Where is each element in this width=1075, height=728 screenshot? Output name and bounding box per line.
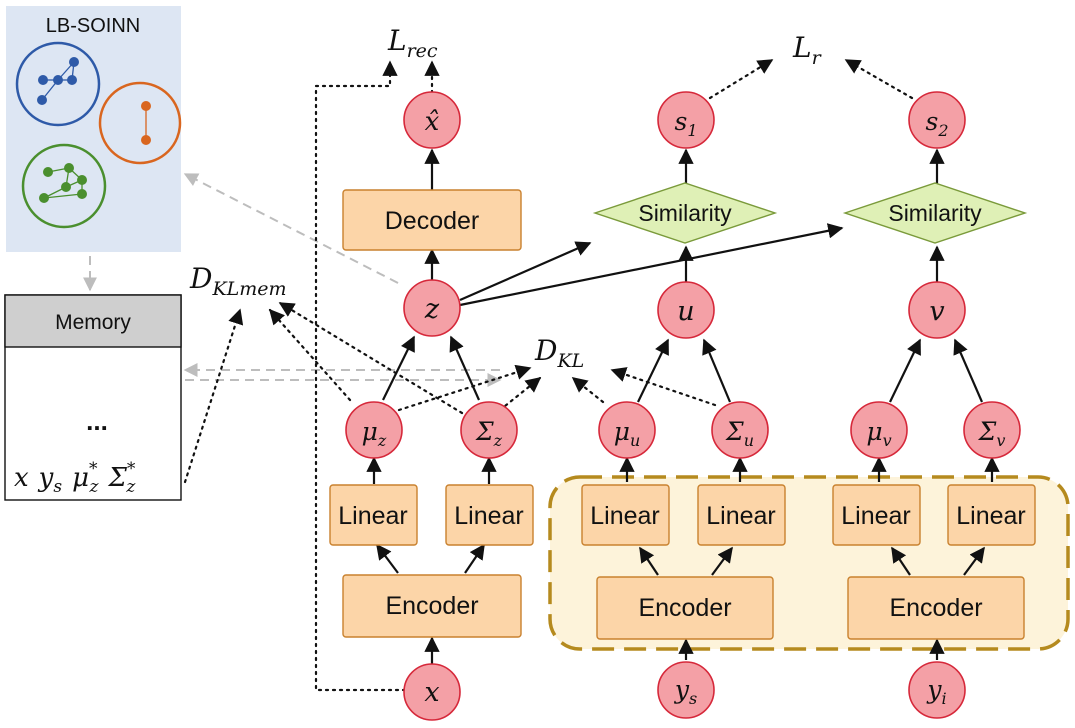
svg-text:z: z — [424, 294, 440, 325]
loss-lrec: Lrec — [387, 24, 438, 62]
linear-label: Linear — [706, 502, 776, 530]
svg-text:s2: s2 — [925, 107, 948, 140]
svg-text:ys: ys — [674, 675, 697, 708]
linear-box-mu-u: Linear — [581, 484, 670, 546]
svg-text:μz: μz — [362, 417, 387, 450]
similarity-diamond-2: Similarity — [842, 182, 1028, 244]
svg-text:Σz: Σz — [475, 417, 503, 450]
cluster-green — [21, 143, 107, 229]
node-s1: s1 — [657, 91, 715, 149]
svg-text:x: x — [424, 677, 439, 708]
similarity-label: Similarity — [638, 200, 732, 226]
similarity-diamond-1: Similarity — [592, 182, 778, 244]
linear-label: Linear — [338, 502, 408, 530]
lb-soinn-panel: LB-SOINN — [6, 6, 182, 252]
loss-dkl: DKL — [534, 334, 584, 372]
svg-text:u: u — [677, 296, 694, 327]
svg-text:yi: yi — [926, 675, 946, 708]
svg-text:v: v — [929, 296, 944, 327]
svg-text:x̂: x̂ — [425, 107, 440, 137]
node-x: x — [403, 663, 461, 721]
decoder-box: Decoder — [342, 189, 522, 251]
cluster-orange — [98, 81, 182, 165]
node-s2: s2 — [908, 91, 966, 149]
linear-box-sigma-v: Linear — [947, 484, 1036, 546]
linear-box-sigma-u: Linear — [697, 484, 786, 546]
encoder-box-ys: Encoder — [596, 576, 774, 640]
encoder-label: Encoder — [385, 592, 478, 620]
encoder-box-yi: Encoder — [847, 576, 1025, 640]
svg-text:s1: s1 — [674, 107, 697, 140]
memory-links — [83, 173, 502, 387]
node-u: u — [657, 281, 715, 339]
encoder-label: Encoder — [638, 594, 731, 622]
node-yi: yi — [908, 661, 966, 719]
node-mu-u: μu — [598, 401, 656, 459]
node-z: z — [403, 279, 461, 337]
node-v: v — [908, 281, 966, 339]
svg-text:μu: μu — [614, 417, 641, 450]
decoder-label: Decoder — [385, 207, 480, 235]
encoder-label: Encoder — [889, 594, 982, 622]
similarity-label: Similarity — [888, 200, 982, 226]
linear-label: Linear — [590, 502, 660, 530]
svg-text:Σu: Σu — [725, 417, 754, 450]
node-sigma-u: Σu — [711, 401, 769, 459]
node-mu-v: μv — [850, 401, 908, 459]
dotted-connections — [183, 58, 914, 692]
lb-soinn-title: LB-SOINN — [46, 15, 140, 37]
svg-text:μv: μv — [866, 417, 891, 450]
cluster-blue — [15, 41, 101, 127]
linear-box-mu-v: Linear — [832, 484, 921, 546]
memory-title: Memory — [55, 311, 131, 334]
node-sigma-v: Σv — [963, 401, 1021, 459]
linear-box-sigma-z: Linear — [445, 484, 534, 546]
loss-lr: Lr — [792, 31, 823, 69]
encoder-box-x: Encoder — [342, 574, 522, 638]
loss-dklmem: DKLmem — [189, 262, 287, 300]
linear-box-mu-z: Linear — [329, 484, 418, 546]
node-xhat: x̂ — [403, 91, 461, 149]
node-sigma-z: Σz — [460, 401, 518, 459]
svg-text:Σv: Σv — [978, 417, 1006, 450]
node-mu-z: μz — [345, 401, 403, 459]
memory-ellipsis: ... — [86, 406, 108, 436]
linear-label: Linear — [956, 502, 1026, 530]
linear-label: Linear — [841, 502, 911, 530]
solid-connections — [366, 148, 1000, 665]
linear-label: Linear — [454, 502, 524, 530]
node-ys: ys — [657, 661, 715, 719]
